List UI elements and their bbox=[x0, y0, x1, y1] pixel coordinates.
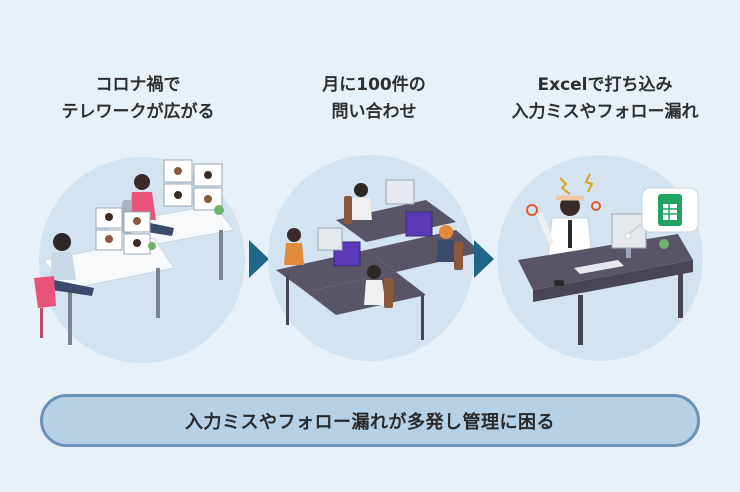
mouse bbox=[554, 280, 564, 286]
conclusion-banner: 入力ミスやフォロー漏れが多発し管理に困る bbox=[40, 394, 700, 447]
stressed-person bbox=[536, 195, 593, 259]
video-screens-back bbox=[163, 159, 223, 211]
video-screens-front bbox=[95, 207, 151, 255]
step1-title-line1: コロナ禍で bbox=[95, 75, 181, 95]
remote-work-illustration bbox=[34, 157, 245, 363]
monitor bbox=[611, 213, 647, 249]
step3-title: Excelで打ち込み 入力ミスやフォロー漏れ bbox=[495, 72, 715, 126]
flow-arrow-1 bbox=[249, 240, 269, 278]
desk-left bbox=[276, 250, 396, 292]
desk-back bbox=[336, 200, 456, 242]
stress-marks-icon bbox=[526, 173, 601, 216]
desk bbox=[518, 234, 693, 290]
plant-icon bbox=[659, 239, 669, 249]
step2-title: 月に100件の 問い合わせ bbox=[264, 72, 484, 126]
step3-title-line1: Excelで打ち込み bbox=[537, 75, 673, 95]
step2-title-line1: 月に100件の bbox=[322, 75, 426, 95]
monitor bbox=[385, 179, 415, 205]
keyboard bbox=[574, 260, 624, 274]
flow-arrow-2 bbox=[474, 240, 494, 278]
excel-stress-illustration bbox=[497, 155, 703, 361]
plant-icon bbox=[214, 205, 224, 215]
step3-title-line2: 入力ミスやフォロー漏れ bbox=[511, 102, 699, 122]
step1-title-line2: テレワークが広がる bbox=[61, 102, 215, 122]
call-center-illustration bbox=[268, 155, 481, 361]
operator-workers bbox=[284, 183, 463, 308]
conclusion-text: 入力ミスやフォロー漏れが多発し管理に困る bbox=[185, 411, 555, 433]
man-worker bbox=[34, 233, 94, 338]
step2-title-line2: 問い合わせ bbox=[331, 102, 417, 122]
spreadsheet-icon bbox=[624, 187, 699, 240]
step1-title: コロナ禍で テレワークが広がる bbox=[28, 72, 248, 126]
monitor-purple bbox=[405, 211, 433, 237]
